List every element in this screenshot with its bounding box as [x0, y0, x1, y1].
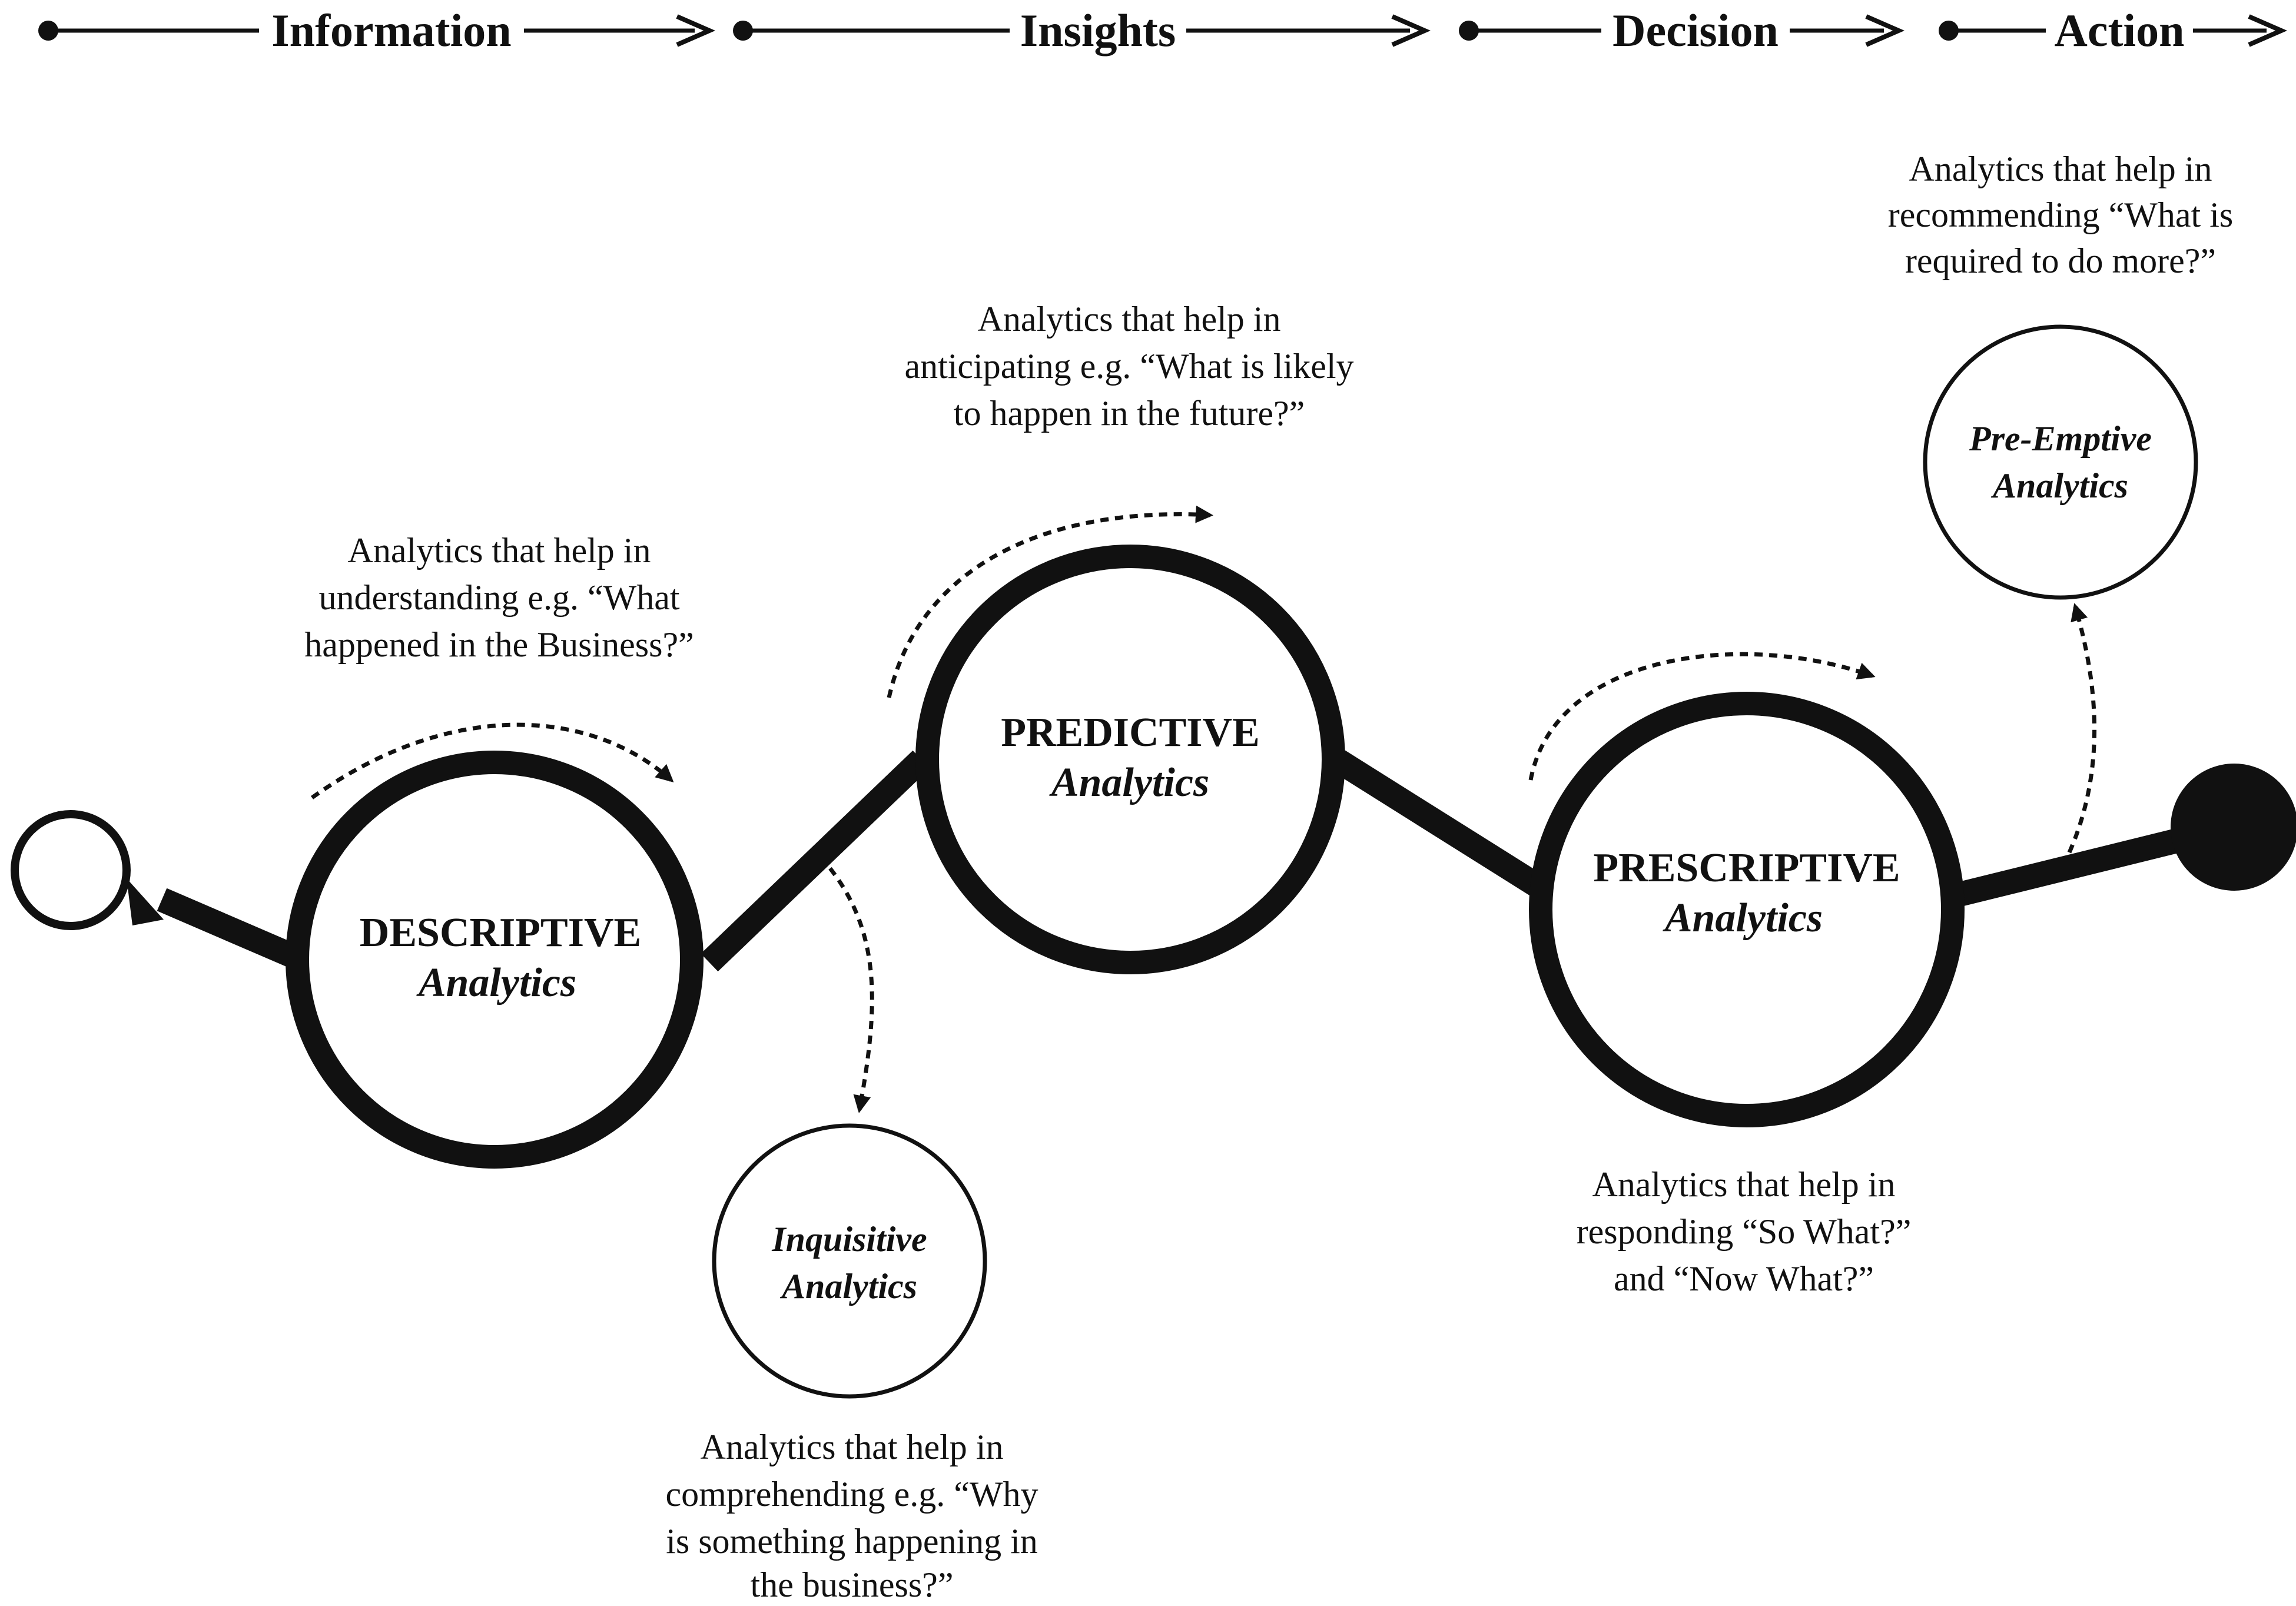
end-dot-icon	[2171, 764, 2296, 891]
node-circle	[915, 545, 1345, 974]
node-subtitle: Analytics	[416, 960, 576, 1006]
caption-preemptive: Analytics that help in recommending “Wha…	[1888, 150, 2233, 280]
path-segment	[1329, 749, 1550, 900]
stage-information: Information	[38, 5, 716, 56]
stage-arrow-icon	[1391, 14, 1431, 47]
node-subtitle: Analytics	[1990, 466, 2128, 505]
caption-line: required to do more?”	[1905, 241, 2216, 280]
node-predictive: PREDICTIVE Analytics	[915, 545, 1345, 974]
caption-line: Analytics that help in	[348, 531, 651, 570]
node-title: PREDICTIVE	[1001, 710, 1260, 755]
caption-inquisitive: Analytics that help in comprehending e.g…	[665, 1428, 1038, 1604]
node-title: DESCRIPTIVE	[360, 910, 641, 955]
caption-line: Analytics that help in	[1909, 150, 2212, 188]
dotted-arrows	[310, 505, 2097, 1113]
path-segment	[157, 888, 300, 968]
caption-line: understanding e.g. “What	[318, 578, 679, 617]
start-triangle-icon	[127, 878, 164, 925]
node-title: Inquisitive	[771, 1220, 927, 1259]
caption-line: recommending “What is	[1888, 195, 2233, 234]
node-descriptive: DESCRIPTIVE Analytics	[286, 751, 704, 1169]
stage-arrow-icon	[676, 14, 716, 47]
stage-label: Decision	[1612, 5, 1779, 56]
caption-line: anticipating e.g. “What is likely	[904, 347, 1353, 386]
caption-line: to happen in the future?”	[954, 394, 1305, 433]
caption-line: is something happening in	[666, 1522, 1038, 1561]
node-circle	[286, 751, 704, 1169]
stage-label: Information	[271, 5, 511, 56]
node-subtitle: Analytics	[1663, 895, 1823, 941]
node-preemptive: Pre-Emptive Analytics	[1923, 324, 2198, 600]
node-prescriptive: PRESCRIPTIVE Analytics	[1529, 692, 1965, 1127]
caption-line: and “Now What?”	[1614, 1259, 1874, 1298]
caption-descriptive: Analytics that help in understanding e.g…	[304, 531, 694, 664]
node-title: Pre-Emptive	[1969, 419, 2152, 458]
caption-line: Analytics that help in	[701, 1428, 1004, 1466]
dotted-arrow-prescriptive	[1528, 652, 1876, 781]
path-segment	[701, 750, 930, 972]
node-subtitle: Analytics	[779, 1267, 917, 1306]
path-segment	[1954, 827, 2188, 907]
stage-label: Action	[2055, 5, 2185, 56]
stage-decision: Decision	[1459, 5, 1905, 56]
node-inquisitive: Inquisitive Analytics	[712, 1123, 987, 1399]
node-circle	[712, 1123, 987, 1399]
caption-prescriptive: Analytics that help in responding “So Wh…	[1577, 1165, 1912, 1298]
start-circle-icon	[11, 810, 131, 930]
caption-line: comprehending e.g. “Why	[665, 1475, 1038, 1514]
dotted-arrow-preemptive	[2067, 603, 2097, 854]
stage-timeline: Information Insights Decision Action	[38, 5, 2288, 56]
node-subtitle: Analytics	[1049, 760, 1209, 805]
caption-line: Analytics that help in	[1592, 1165, 1896, 1204]
caption-line: Analytics that help in	[978, 300, 1281, 339]
node-title: PRESCRIPTIVE	[1593, 845, 1900, 891]
caption-line: responding “So What?”	[1577, 1212, 1912, 1251]
stage-action: Action	[1939, 5, 2288, 56]
caption-predictive: Analytics that help in anticipating e.g.…	[904, 300, 1353, 433]
node-circle	[1529, 692, 1965, 1127]
caption-line: the business?”	[751, 1565, 954, 1604]
dotted-arrow-inquisitive	[828, 867, 874, 1113]
stage-insights: Insights	[733, 5, 1431, 56]
stage-label: Insights	[1020, 5, 1176, 56]
node-circle	[1923, 324, 2198, 600]
stage-arrow-icon	[2248, 14, 2288, 47]
analytics-path	[157, 749, 2188, 972]
dotted-arrow-descriptive	[310, 722, 674, 799]
caption-line: happened in the Business?”	[304, 625, 694, 664]
stage-arrow-icon	[1865, 14, 1905, 47]
